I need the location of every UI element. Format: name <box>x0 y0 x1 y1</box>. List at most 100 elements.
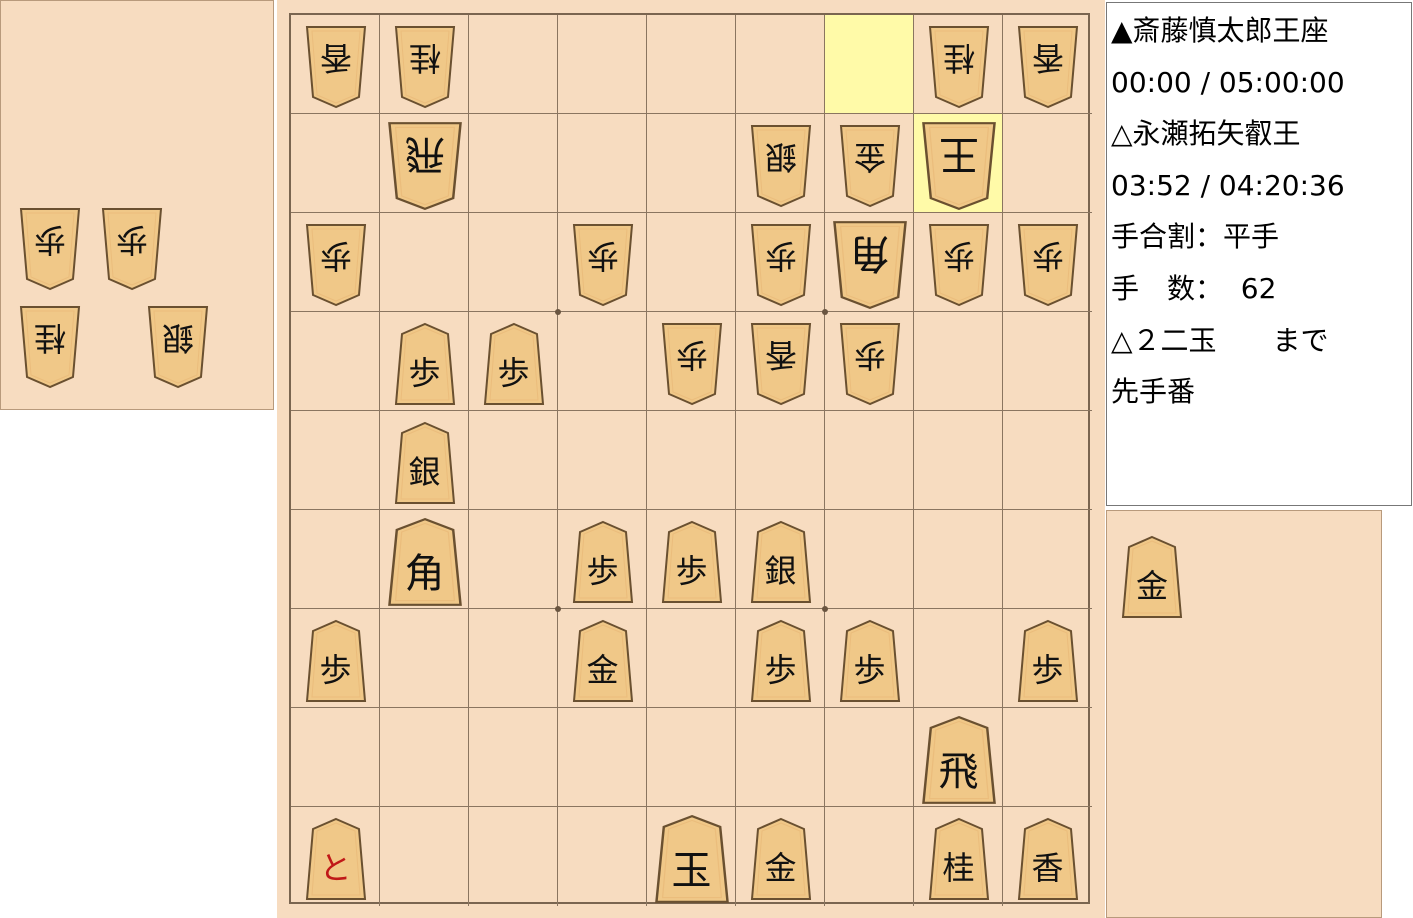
sente-piece[interactable]: 歩 <box>394 322 456 406</box>
board-square[interactable] <box>914 213 1003 312</box>
board-square[interactable] <box>469 708 558 807</box>
gote-hand-piece[interactable]: 桂 <box>19 305 81 389</box>
board-square[interactable] <box>1003 15 1092 114</box>
gote-piece[interactable]: 飛 <box>387 121 463 211</box>
sente-piece[interactable]: 角 <box>387 517 463 607</box>
board-square[interactable] <box>647 411 736 510</box>
gote-piece[interactable]: 香 <box>750 322 812 406</box>
board-square[interactable] <box>469 15 558 114</box>
gote-piece[interactable]: 歩 <box>661 322 723 406</box>
gote-piece[interactable]: 角 <box>832 220 908 310</box>
board-square[interactable] <box>291 510 380 609</box>
gote-piece[interactable]: 歩 <box>750 223 812 307</box>
gote-piece[interactable]: 香 <box>1017 25 1079 109</box>
sente-piece[interactable]: 歩 <box>839 619 901 703</box>
board-square[interactable] <box>647 807 736 906</box>
board-square[interactable] <box>291 15 380 114</box>
board-square[interactable] <box>291 213 380 312</box>
gote-piece[interactable]: 香 <box>305 25 367 109</box>
board-square[interactable] <box>825 15 914 114</box>
board-square[interactable] <box>291 807 380 906</box>
board-square[interactable] <box>825 510 914 609</box>
board-square[interactable] <box>914 609 1003 708</box>
board-square[interactable] <box>469 609 558 708</box>
board-square[interactable] <box>825 807 914 906</box>
board-square[interactable] <box>558 807 647 906</box>
board-square[interactable] <box>469 114 558 213</box>
board-square[interactable] <box>291 114 380 213</box>
board-square[interactable] <box>558 411 647 510</box>
board-square[interactable] <box>647 213 736 312</box>
board-square[interactable] <box>380 510 469 609</box>
board-square[interactable] <box>380 708 469 807</box>
board-square[interactable] <box>647 114 736 213</box>
gote-piece[interactable]: 桂 <box>394 25 456 109</box>
board-square[interactable] <box>291 708 380 807</box>
board-square[interactable] <box>558 510 647 609</box>
gote-piece[interactable]: 桂 <box>928 25 990 109</box>
board-square[interactable] <box>380 807 469 906</box>
board-square[interactable] <box>469 807 558 906</box>
board-square[interactable] <box>469 510 558 609</box>
board-square[interactable] <box>558 312 647 411</box>
board-square[interactable] <box>469 312 558 411</box>
sente-piece[interactable]: 金 <box>750 817 812 901</box>
sente-piece[interactable]: 飛 <box>921 715 997 805</box>
board-square[interactable] <box>914 708 1003 807</box>
sente-piece[interactable]: 香 <box>1017 817 1079 901</box>
board-square[interactable] <box>1003 708 1092 807</box>
board-square[interactable] <box>558 15 647 114</box>
board-square[interactable] <box>380 114 469 213</box>
sente-piece[interactable]: 銀 <box>394 421 456 505</box>
board-square[interactable] <box>914 807 1003 906</box>
board-square[interactable] <box>469 213 558 312</box>
board-square[interactable] <box>469 411 558 510</box>
sente-piece[interactable]: 歩 <box>661 520 723 604</box>
gote-piece[interactable]: 歩 <box>572 223 634 307</box>
board-square[interactable] <box>736 510 825 609</box>
sente-piece[interactable]: 歩 <box>483 322 545 406</box>
board-square[interactable] <box>736 807 825 906</box>
board-square[interactable] <box>736 15 825 114</box>
sente-piece[interactable]: 歩 <box>572 520 634 604</box>
board-square[interactable] <box>1003 510 1092 609</box>
board-square[interactable] <box>1003 114 1092 213</box>
board-square[interactable] <box>558 708 647 807</box>
board-square[interactable] <box>1003 213 1092 312</box>
shogi-board[interactable]: 香桂桂香飛銀金王歩歩歩角歩歩歩歩歩香歩銀角歩歩銀歩金歩歩歩飛と玉金桂香 <box>289 13 1092 906</box>
gote-hand-piece[interactable]: 銀 <box>147 305 209 389</box>
board-square[interactable] <box>380 213 469 312</box>
board-square[interactable] <box>380 411 469 510</box>
board-square[interactable] <box>736 609 825 708</box>
sente-piece[interactable]: 金 <box>572 619 634 703</box>
gote-piece-stand[interactable]: 歩歩桂銀 <box>0 0 274 410</box>
sente-piece[interactable]: 歩 <box>305 619 367 703</box>
sente-piece[interactable]: 玉 <box>654 814 730 904</box>
sente-piece[interactable]: 桂 <box>928 817 990 901</box>
board-square[interactable] <box>736 312 825 411</box>
board-square[interactable] <box>825 213 914 312</box>
gote-hand-piece[interactable]: 歩 <box>19 207 81 291</box>
board-square[interactable] <box>558 114 647 213</box>
sente-piece[interactable]: と <box>305 817 367 901</box>
board-square[interactable] <box>1003 312 1092 411</box>
board-square[interactable] <box>1003 609 1092 708</box>
sente-piece[interactable]: 歩 <box>750 619 812 703</box>
board-square[interactable] <box>825 708 914 807</box>
board-square[interactable] <box>647 312 736 411</box>
board-square[interactable] <box>736 213 825 312</box>
sente-hand-piece[interactable]: 金 <box>1121 535 1183 619</box>
board-square[interactable] <box>291 411 380 510</box>
gote-piece[interactable]: 歩 <box>305 223 367 307</box>
board-square[interactable] <box>1003 411 1092 510</box>
board-square[interactable] <box>558 213 647 312</box>
sente-piece[interactable]: 銀 <box>750 520 812 604</box>
board-square[interactable] <box>914 510 1003 609</box>
board-square[interactable] <box>825 312 914 411</box>
board-square[interactable] <box>558 609 647 708</box>
gote-hand-piece[interactable]: 歩 <box>101 207 163 291</box>
board-square[interactable] <box>736 411 825 510</box>
board-square[interactable] <box>291 312 380 411</box>
board-square[interactable] <box>380 312 469 411</box>
gote-piece[interactable]: 王 <box>921 121 997 211</box>
